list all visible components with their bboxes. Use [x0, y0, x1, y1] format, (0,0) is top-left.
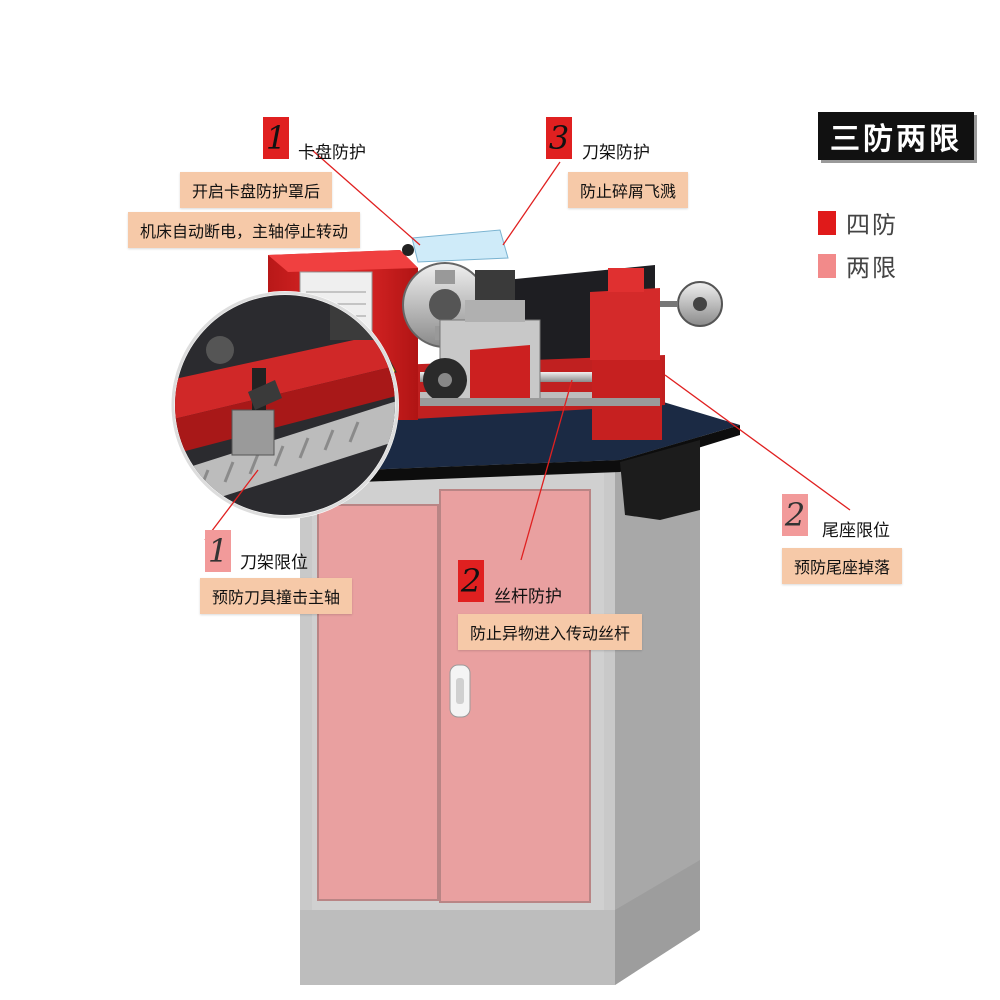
callout-number-chuck: 1 — [263, 117, 289, 159]
callout-label-toolpost-limit: 刀架限位 — [240, 553, 308, 573]
callout-desc-toolpost-limit: 预防刀具撞击主轴 — [200, 578, 353, 614]
callout-number-toolpost-limit: 1 — [205, 530, 231, 572]
legend-label: 四防 — [846, 211, 898, 239]
callout-label-toolpost-guard: 刀架防护 — [582, 143, 650, 163]
callout-desc-chuck-1: 开启卡盘防护罩后 — [180, 172, 333, 208]
page-title: 三防两限 — [818, 112, 974, 160]
lead-screw — [420, 398, 660, 406]
legend-item-two-limits: 两限 — [818, 248, 898, 283]
callout-desc-tailstock: 预防尾座掉落 — [782, 548, 903, 584]
callout-number-leadscrew: 2 — [458, 560, 484, 602]
legend-swatch-dark — [818, 210, 836, 235]
callout-label-tailstock: 尾座限位 — [822, 521, 890, 541]
cabinet-door-left — [317, 504, 439, 901]
chuck-guard — [411, 229, 509, 263]
leader-lines — [204, 149, 851, 561]
callout-desc-leadscrew: 防止异物进入传动丝杆 — [458, 614, 643, 650]
callout-number-toolpost-guard: 3 — [546, 117, 572, 159]
callout-desc-chuck-2: 机床自动断电，主轴停止转动 — [128, 212, 361, 248]
legend-swatch-light — [818, 253, 836, 278]
callout-label-leadscrew: 丝杆防护 — [494, 587, 562, 607]
callout-label-chuck: 卡盘防护 — [298, 143, 366, 163]
zoom-detail-circle — [171, 291, 399, 519]
legend-label: 两限 — [846, 254, 898, 282]
cabinet-stand — [300, 420, 700, 985]
carriage — [423, 270, 541, 405]
callout-number-tailstock: 2 — [782, 494, 808, 536]
callout-desc-toolpost-guard: 防止碎屑飞溅 — [568, 172, 689, 208]
legend-item-four-protections: 四防 — [818, 205, 898, 240]
